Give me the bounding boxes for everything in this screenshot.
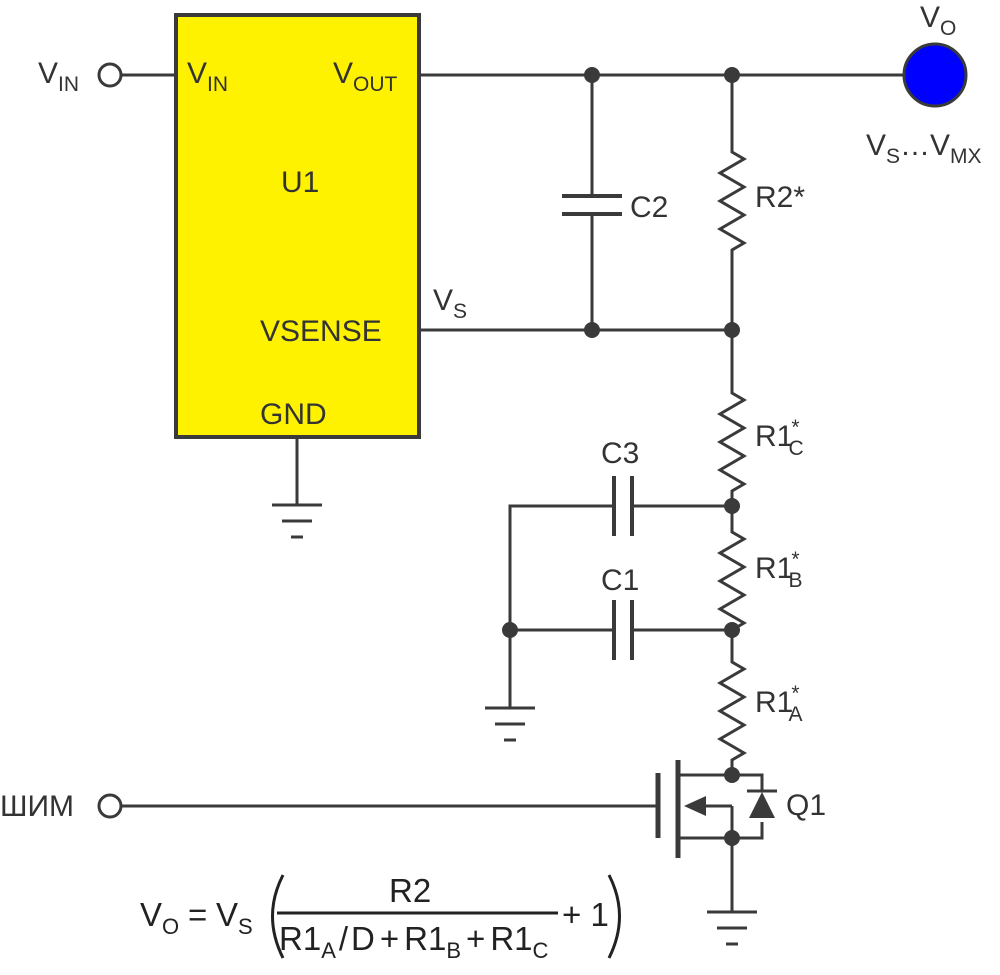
vs-node-label: VS — [433, 284, 467, 323]
output-node — [902, 42, 968, 108]
pwm-label: ШИМ — [0, 790, 74, 823]
q1-body-arrow — [684, 796, 706, 816]
r1b-label: R1*B — [755, 548, 803, 592]
pwm-terminal — [97, 793, 123, 819]
formula-vs: VS — [216, 896, 253, 939]
output-range-label: VS…VMX — [866, 129, 982, 168]
cap-ground-symbol — [485, 706, 535, 742]
q1-diode-triangle — [749, 792, 775, 818]
pin-vsense-label: VSENSE — [260, 315, 382, 348]
r1c-label: R1*C — [755, 416, 804, 460]
chip-u1-body — [174, 13, 421, 439]
pin-vout-label: VOUT — [333, 57, 398, 96]
formula-equals: = — [188, 896, 207, 933]
q1-source — [678, 822, 764, 840]
formula-paren-left — [271, 874, 285, 959]
r2-resistor — [717, 75, 747, 330]
q1-drain-node — [724, 767, 740, 783]
c2-label: C2 — [630, 191, 668, 224]
vin-terminal — [97, 62, 123, 88]
u1-ground-symbol — [272, 503, 322, 539]
c1-label: C1 — [601, 564, 639, 597]
c3-label: C3 — [601, 437, 639, 470]
r1c-resistor — [717, 330, 747, 506]
r1b-resistor — [717, 506, 747, 632]
vsense-node-c2 — [584, 322, 600, 338]
c3-wire — [508, 504, 732, 630]
q1-mosfet — [655, 760, 777, 858]
r1a-label: R1*A — [755, 682, 803, 726]
r1a-resistor — [717, 630, 747, 775]
vin-terminal-label: VIN — [38, 57, 79, 96]
q1-label: Q1 — [786, 789, 826, 822]
q1-drain — [678, 773, 764, 790]
formula-denominator: R1A/D+R1B+R1C — [279, 920, 549, 963]
pin-gnd-label: GND — [260, 398, 327, 431]
chip-u1-name: U1 — [281, 166, 319, 199]
formula-paren-right — [607, 874, 621, 959]
vo-label: VO — [920, 1, 956, 40]
q1-ground-symbol — [707, 910, 757, 946]
pin-vin-label: VIN — [187, 57, 228, 96]
r2-label: R2* — [755, 181, 805, 214]
formula-lhs: VO — [140, 896, 179, 939]
formula-plus-one: + 1 — [562, 896, 609, 933]
formula-numerator: R2 — [389, 872, 431, 909]
output-formula: VO = VS R2 R1A/D+R1B+R1C + 1 — [140, 872, 621, 963]
